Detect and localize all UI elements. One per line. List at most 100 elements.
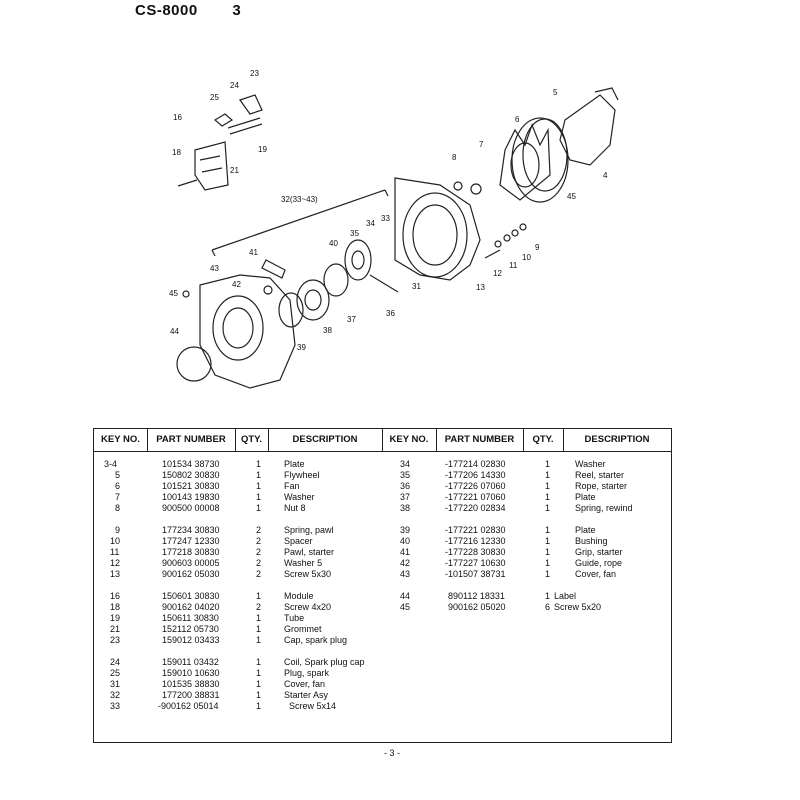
- header-description: DESCRIPTION: [292, 434, 358, 445]
- row-part: 177200 38831: [162, 690, 220, 700]
- row-key: 12: [110, 558, 121, 568]
- row-qty: 1: [256, 481, 262, 491]
- pawl-parts-drawing: [484, 223, 527, 259]
- row-key: 5: [115, 470, 121, 480]
- parts-list-table: KEY NO. PART NUMBER QTY. DESCRIPTION KEY…: [93, 428, 672, 743]
- row-desc: Starter Asy: [284, 690, 329, 700]
- svg-text:9: 9: [535, 243, 540, 252]
- row-key: 42: [400, 558, 411, 568]
- row-qty: 1: [545, 525, 551, 535]
- row-key: 23: [110, 635, 121, 645]
- row-key: 43: [400, 569, 411, 579]
- svg-text:42: 42: [232, 280, 241, 289]
- row-part: 900603 00005: [162, 558, 220, 568]
- row-key: 39: [400, 525, 411, 535]
- row-qty: 1: [545, 591, 551, 601]
- row-part: 177218 30830: [162, 547, 220, 557]
- svg-text:16: 16: [173, 113, 182, 122]
- row-desc: Rope, starter: [575, 481, 628, 491]
- row-desc: Plate: [575, 492, 596, 502]
- row-key: 34: [400, 459, 411, 469]
- row-part: -177228 30830: [445, 547, 506, 557]
- row-key: 21: [110, 624, 121, 634]
- col-divider: [523, 429, 524, 451]
- row-qty: 1: [256, 635, 262, 645]
- row-desc: Plate: [284, 459, 305, 469]
- page-footer: - 3 -: [384, 748, 401, 758]
- row-part: -177220 02834: [445, 503, 506, 513]
- svg-text:43: 43: [210, 264, 219, 273]
- page-header: CS-8000 3: [135, 2, 241, 19]
- row-part: 101521 30830: [162, 481, 220, 491]
- row-part: -177221 02830: [445, 525, 506, 535]
- row-part: 177234 30830: [162, 525, 220, 535]
- row-desc: Module: [284, 591, 314, 601]
- header-qty-2: QTY.: [532, 434, 554, 445]
- row-key: 32: [110, 690, 121, 700]
- row-desc: Screw 4x20: [284, 602, 332, 612]
- svg-text:35: 35: [350, 229, 359, 238]
- row-qty: 1: [545, 481, 551, 491]
- row-part: 900500 00008: [162, 503, 220, 513]
- row-part: 101535 38830: [162, 679, 220, 689]
- exploded-parts-diagram: 23 24 25 16 19 18 21 5 6 7 8 4 45 32(33~…: [169, 69, 619, 389]
- row-key: 7: [115, 492, 121, 502]
- flywheel-drawing: [453, 117, 569, 203]
- row-part: -177214 02830: [445, 459, 506, 469]
- row-part: -900162 05014: [158, 701, 219, 711]
- row-key: 45: [400, 602, 411, 612]
- svg-text:32(33~43): 32(33~43): [281, 195, 318, 204]
- header-description-2: DESCRIPTION: [584, 434, 650, 445]
- svg-text:45: 45: [169, 289, 178, 298]
- row-part: 152112 05730: [162, 624, 219, 634]
- row-desc: Plate: [575, 525, 596, 535]
- row-desc: Bushing: [575, 536, 608, 546]
- svg-text:41: 41: [249, 248, 258, 257]
- row-part: 159010 10630: [162, 668, 220, 678]
- svg-text:39: 39: [297, 343, 306, 352]
- svg-text:25: 25: [210, 93, 219, 102]
- row-desc: Cover, fan: [284, 679, 326, 689]
- svg-text:40: 40: [329, 239, 338, 248]
- row-key: 18: [110, 602, 121, 612]
- row-desc: Spring, rewind: [575, 503, 633, 513]
- plate-drawing: [559, 87, 619, 166]
- row-qty: 1: [545, 558, 551, 568]
- row-desc: Cover, fan: [575, 569, 617, 579]
- row-key: 10: [110, 536, 121, 546]
- row-key: 16: [110, 591, 121, 601]
- row-qty: 1: [545, 536, 551, 546]
- header-qty: QTY.: [240, 434, 263, 445]
- row-part: 890112 18331: [448, 591, 505, 601]
- row-part: 900162 05020: [448, 602, 506, 612]
- svg-text:38: 38: [323, 326, 332, 335]
- row-qty: 1: [256, 690, 262, 700]
- row-qty: 2: [256, 525, 262, 535]
- svg-text:12: 12: [493, 269, 502, 278]
- svg-text:36: 36: [386, 309, 395, 318]
- row-desc: Cap, spark plug: [284, 635, 348, 645]
- header-key-no-2: KEY NO.: [389, 434, 429, 445]
- row-desc: Screw 5x20: [554, 602, 602, 612]
- col-divider: [268, 429, 269, 451]
- row-part: 101534 38730: [162, 459, 220, 469]
- row-key: 41: [400, 547, 411, 557]
- row-qty: 1: [256, 470, 262, 480]
- row-desc: Reel, starter: [575, 470, 625, 480]
- row-qty: 1: [256, 503, 262, 513]
- svg-text:6: 6: [515, 115, 520, 124]
- row-desc: Pawl, starter: [284, 547, 335, 557]
- svg-text:18: 18: [172, 148, 181, 157]
- svg-text:45: 45: [567, 192, 576, 201]
